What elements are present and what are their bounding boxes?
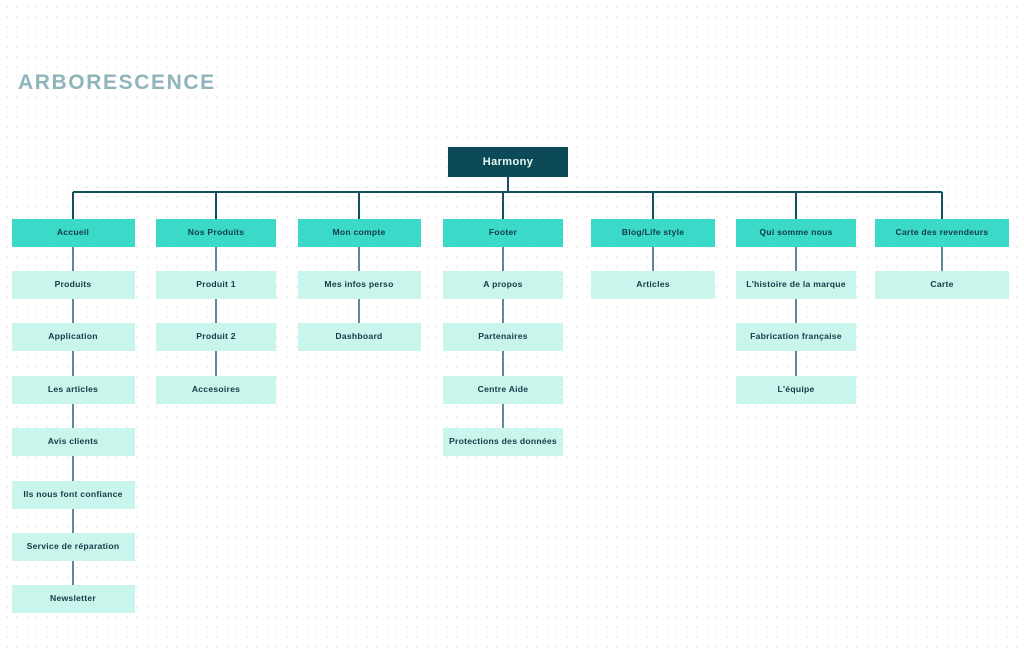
tree-node-l3-6-0[interactable]: Carte <box>875 271 1009 299</box>
connector-line-vertical <box>795 351 797 376</box>
connector-line-vertical <box>795 299 797 323</box>
tree-node-l3-0-6[interactable]: Newsletter <box>11 585 135 613</box>
tree-node-l2-1[interactable]: Nos Produits <box>156 219 276 247</box>
tree-node-l2-4[interactable]: Blog/Life style <box>591 219 715 247</box>
connector-line-vertical <box>358 192 360 219</box>
tree-node-l3-4-0[interactable]: Articles <box>591 271 715 299</box>
tree-node-l3-0-1[interactable]: Application <box>11 323 135 351</box>
tree-node-l2-5[interactable]: Qui somme nous <box>736 219 856 247</box>
connector-line-vertical <box>358 299 360 323</box>
tree-node-l2-6[interactable]: Carte des revendeurs <box>875 219 1009 247</box>
tree-node-l3-0-0[interactable]: Produits <box>11 271 135 299</box>
tree-node-l3-3-1[interactable]: Partenaires <box>443 323 563 351</box>
connector-line-vertical <box>652 247 654 271</box>
tree-node-l3-2-1[interactable]: Dashboard <box>297 323 421 351</box>
connector-line-vertical <box>941 192 943 219</box>
page-title: ARBORESCENCE <box>18 71 216 94</box>
connector-line-vertical <box>72 247 74 271</box>
connector-line-vertical <box>215 299 217 323</box>
tree-node-l2-2[interactable]: Mon compte <box>297 219 421 247</box>
connector-line-vertical <box>507 177 509 192</box>
connector-line-vertical <box>358 247 360 271</box>
connector-line-vertical <box>652 192 654 219</box>
connector-line-vertical <box>502 247 504 271</box>
tree-node-l3-2-0[interactable]: Mes infos perso <box>297 271 421 299</box>
tree-node-root-harmony[interactable]: Harmony <box>448 147 568 177</box>
tree-node-l3-1-0[interactable]: Produit 1 <box>156 271 276 299</box>
connector-line-vertical <box>795 192 797 219</box>
tree-node-l3-1-2[interactable]: Accesoires <box>156 376 276 404</box>
tree-node-l3-1-1[interactable]: Produit 2 <box>156 323 276 351</box>
connector-line-vertical <box>215 351 217 376</box>
connector-line-vertical <box>502 299 504 323</box>
connector-line-vertical <box>502 192 504 219</box>
connector-line-horizontal <box>73 191 942 193</box>
connector-line-vertical <box>795 247 797 271</box>
connector-line-vertical <box>215 192 217 219</box>
tree-node-l3-5-2[interactable]: L'équipe <box>736 376 856 404</box>
tree-node-l3-3-2[interactable]: Centre Aide <box>443 376 563 404</box>
tree-node-l3-5-1[interactable]: Fabrication française <box>736 323 856 351</box>
connector-line-vertical <box>502 404 504 428</box>
tree-node-l2-0[interactable]: Accueil <box>11 219 135 247</box>
connector-line-vertical <box>72 561 74 585</box>
connector-line-vertical <box>215 247 217 271</box>
tree-node-l3-0-5[interactable]: Service de réparation <box>11 533 135 561</box>
tree-node-l3-0-4[interactable]: Ils nous font confiance <box>11 481 135 509</box>
connector-line-vertical <box>502 351 504 376</box>
connector-line-vertical <box>72 192 74 219</box>
tree-node-l3-3-3[interactable]: Protections des données <box>443 428 563 456</box>
connector-line-vertical <box>941 247 943 271</box>
connector-line-vertical <box>72 456 74 481</box>
connector-line-vertical <box>72 509 74 533</box>
tree-node-l3-5-0[interactable]: L'histoire de la marque <box>736 271 856 299</box>
connector-line-vertical <box>72 299 74 323</box>
tree-node-l2-3[interactable]: Footer <box>443 219 563 247</box>
tree-node-l3-3-0[interactable]: A propos <box>443 271 563 299</box>
tree-node-l3-0-3[interactable]: Avis clients <box>11 428 135 456</box>
connector-line-vertical <box>72 404 74 428</box>
connector-line-vertical <box>72 351 74 376</box>
tree-node-l3-0-2[interactable]: Les articles <box>11 376 135 404</box>
